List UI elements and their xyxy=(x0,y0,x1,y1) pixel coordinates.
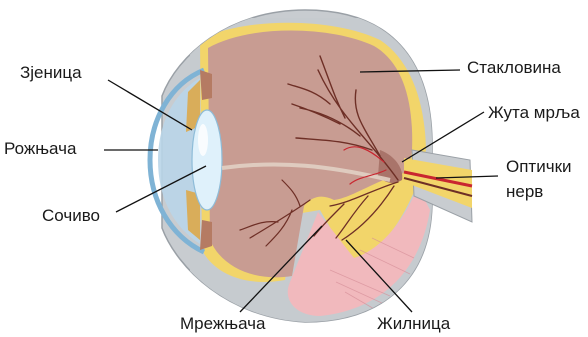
label-sochivo: Сочиво xyxy=(42,206,100,226)
label-rozhnjacha: Рожњача xyxy=(4,139,76,159)
label-staklovina: Стакловина xyxy=(467,58,561,78)
label-zhilnica: Жилница xyxy=(377,314,450,334)
label-zjenica: Зјеница xyxy=(20,63,82,83)
lens xyxy=(192,110,222,210)
label-nerv: нерв xyxy=(506,182,543,202)
label-mrezhnjacha: Мрежњача xyxy=(180,314,265,334)
lens-highlight xyxy=(198,124,208,156)
label-opticki: Оптички xyxy=(506,157,572,177)
label-zhuta-mrlja: Жута мрља xyxy=(488,103,580,123)
